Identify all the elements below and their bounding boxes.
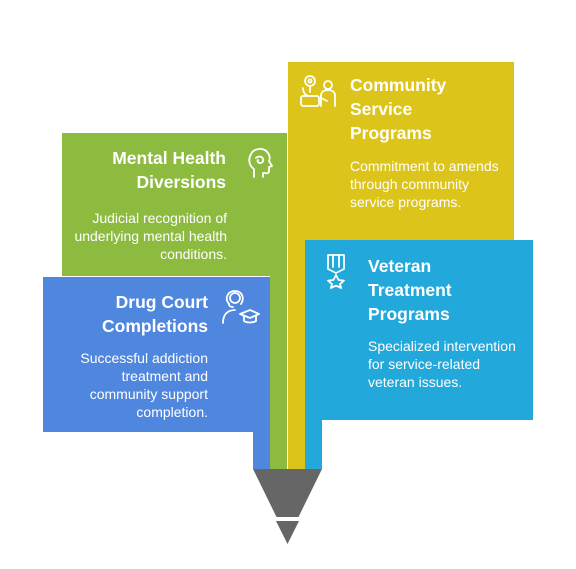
head-profile-icon [248, 148, 273, 178]
stage-title-community-service: Community Service Programs [350, 75, 447, 143]
community-service-panel [288, 62, 514, 240]
stage-title-drug-court: Drug Court Completions [102, 292, 208, 336]
medal-icon [327, 254, 345, 289]
volunteer-help-icon [300, 75, 336, 107]
graduate-icon [222, 290, 260, 324]
drug-court-stem [253, 432, 270, 469]
community-service-stem [288, 240, 305, 469]
veteran-treatment-stem [305, 420, 322, 469]
stage-description-veteran-treatment: Specialized intervention for service-rel… [368, 338, 516, 390]
stage-title-veteran-treatment: Veteran Treatment Programs [368, 256, 452, 324]
stage-description-community-service: Commitment to amends through community s… [350, 158, 499, 210]
stage-description-mental-health: Judicial recognition of underlying menta… [74, 210, 227, 262]
mental-health-diversions-stem [270, 276, 287, 469]
pencil-tip [253, 469, 322, 544]
stage-description-drug-court: Successful addiction treatment and commu… [80, 350, 208, 420]
stage-title-mental-health: Mental Health Diversions [112, 148, 226, 192]
